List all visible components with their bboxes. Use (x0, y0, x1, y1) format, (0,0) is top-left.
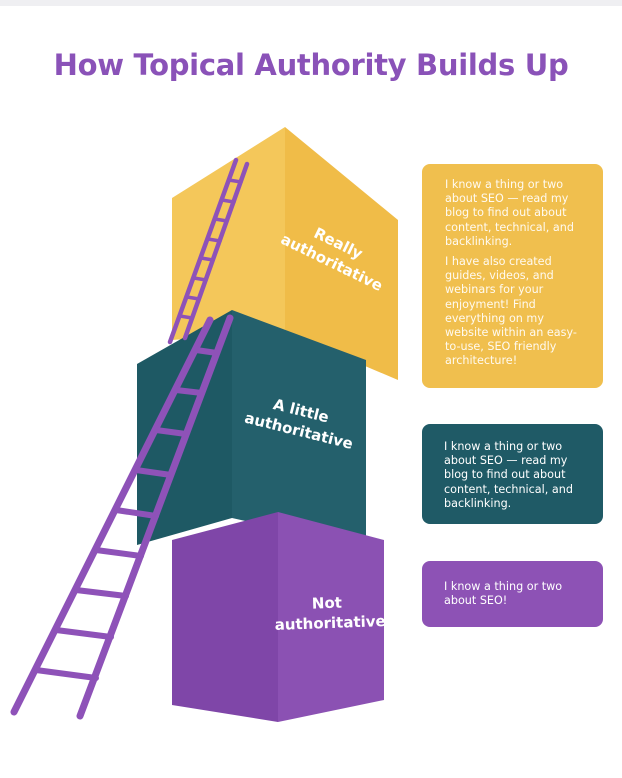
card-not-authoritative: I know a thing or two about SEO! (422, 561, 603, 627)
box-bottom-label-line1: Not (312, 594, 343, 613)
box-not-authoritative: Not authoritative (172, 512, 386, 722)
card-a-little-authoritative: I know a thing or two about SEO — read m… (422, 424, 603, 524)
card-top-paragraph-1: I know a thing or two about SEO — read m… (445, 178, 574, 248)
card-bottom-paragraph-1: I know a thing or two about SEO! (444, 580, 563, 608)
svg-text:Not authoritative: Not authoritative (274, 592, 386, 634)
top-bar (0, 0, 622, 6)
card-really-authoritative: I know a thing or two about SEO — read m… (422, 164, 603, 388)
card-top-paragraph-2: I have also created guides, videos, and … (445, 255, 577, 368)
card-middle-paragraph-1: I know a thing or two about SEO — read m… (444, 440, 573, 510)
box-really-authoritative: Really authoritative (172, 127, 398, 380)
page-title: How Topical Authority Builds Up (53, 48, 569, 82)
box-bottom-label-line2: authoritative (274, 612, 386, 634)
main-ladder (10, 314, 234, 720)
upper-ladder (167, 157, 250, 345)
